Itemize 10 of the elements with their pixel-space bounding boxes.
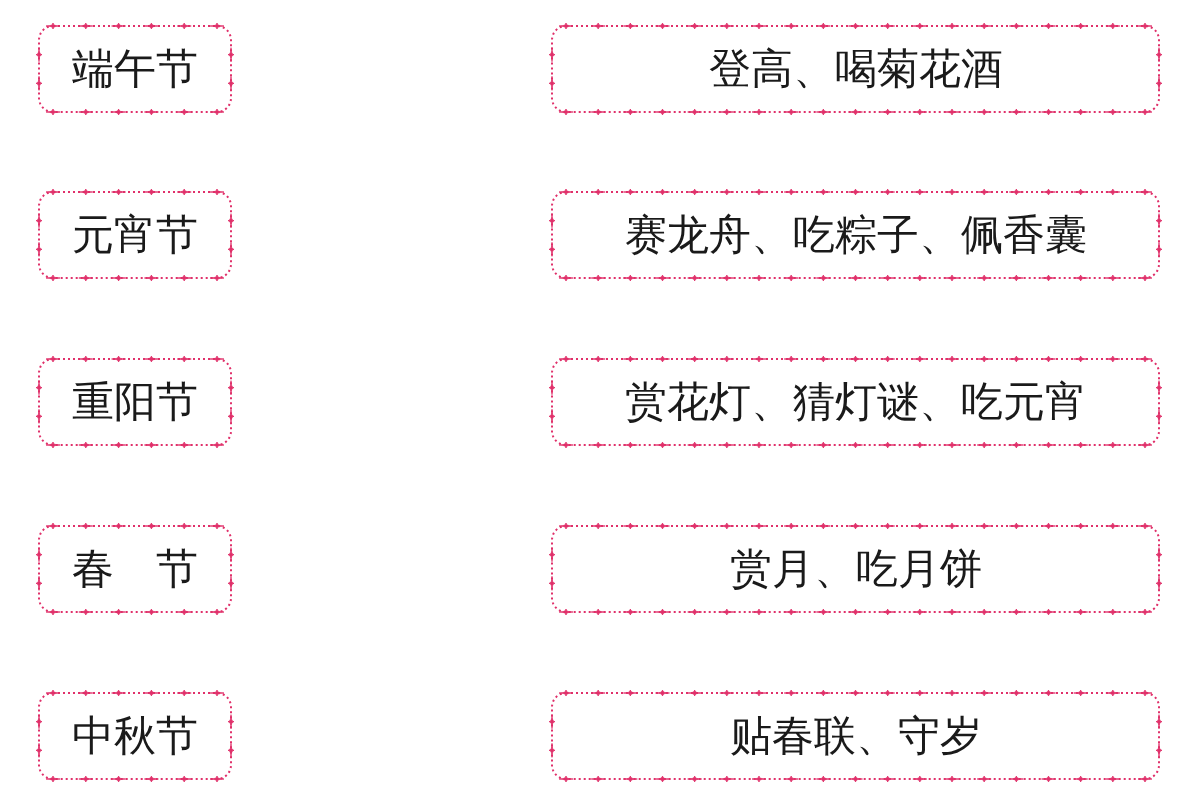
custom-text: 赏月、吃月饼 xyxy=(729,544,982,594)
custom-text: 赏花灯、猜灯谜、吃元宵 xyxy=(624,377,1087,427)
custom-text: 登高、喝菊花酒 xyxy=(708,44,1003,94)
custom-text: 贴春联、守岁 xyxy=(729,711,982,761)
custom-text: 赛龙舟、吃粽子、佩香囊 xyxy=(624,210,1087,260)
festival-name: 端午节 xyxy=(72,44,198,94)
festival-name: 中秋节 xyxy=(72,711,198,761)
festival-name: 春 节 xyxy=(72,544,198,594)
festival-name: 重阳节 xyxy=(72,377,198,427)
festival-name: 元宵节 xyxy=(72,210,198,260)
